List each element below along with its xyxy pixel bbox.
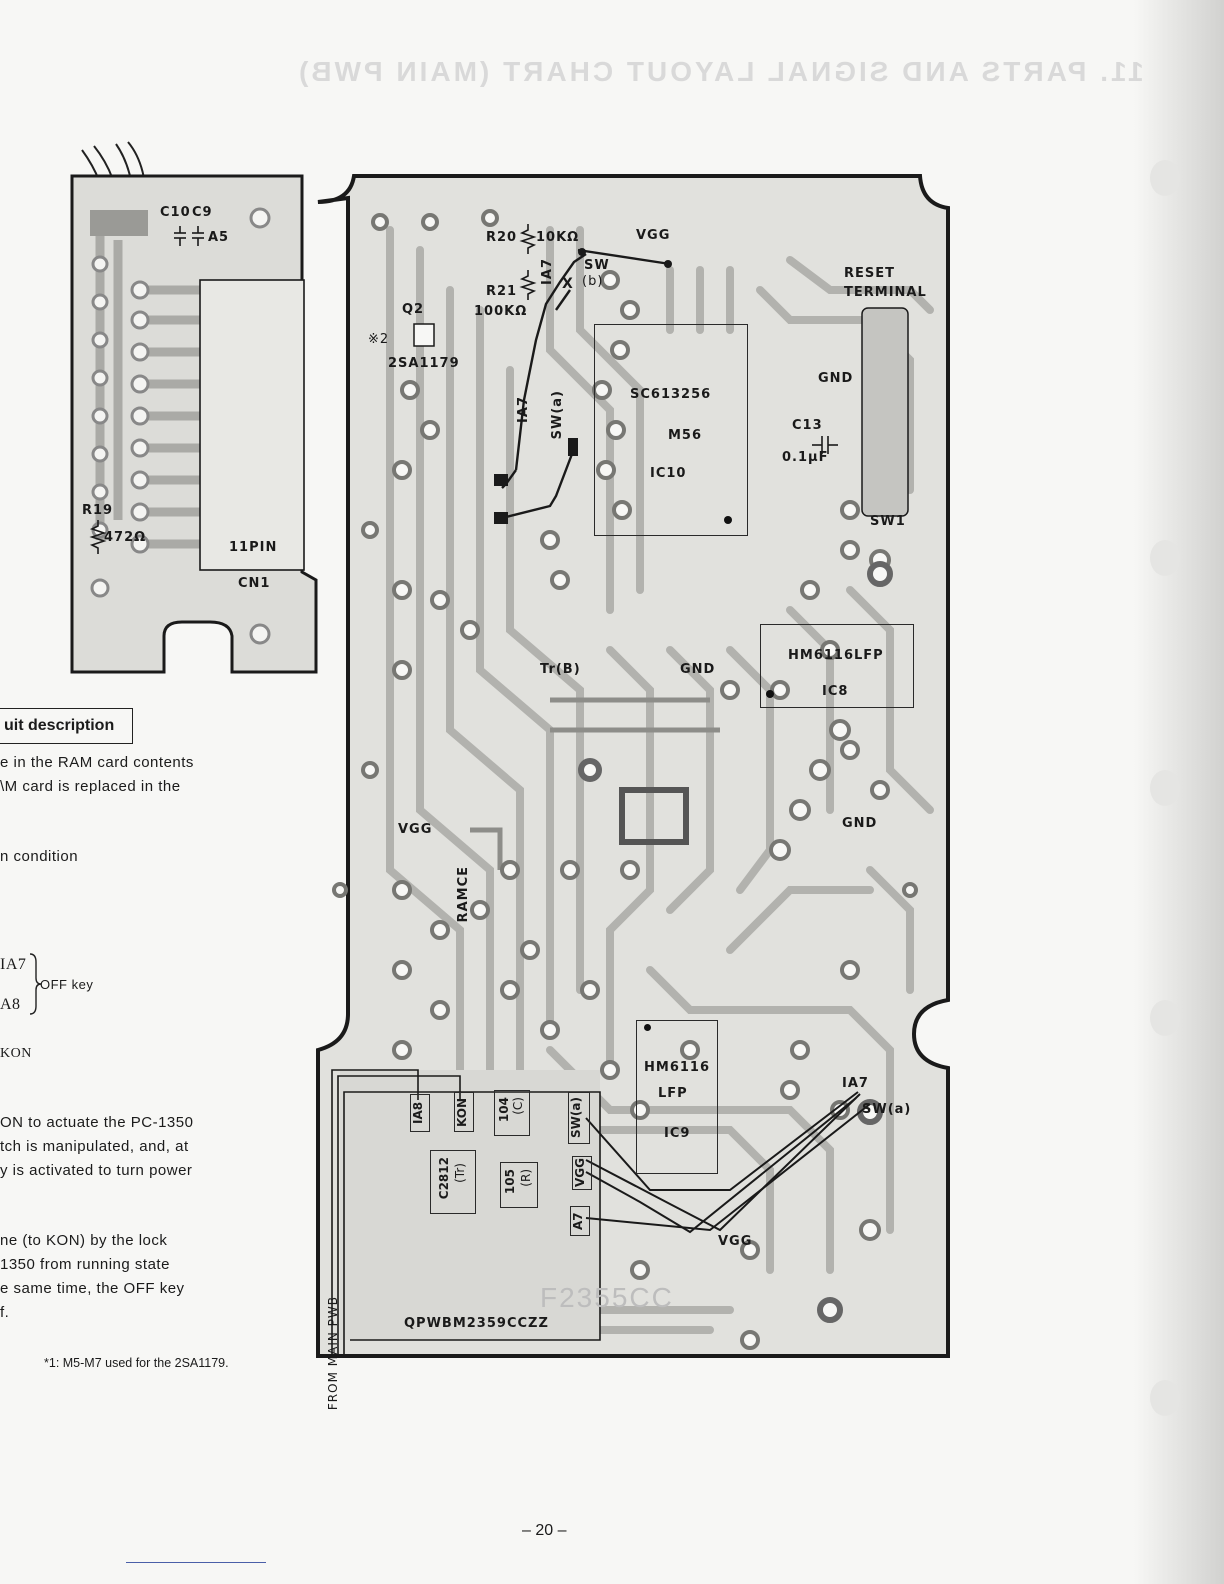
label-c13-value: 0.1μF [782, 450, 829, 465]
label-from-main-pwb: FROM MAIN PWB [326, 1296, 340, 1411]
binding-hole-1 [1150, 160, 1180, 196]
off-key-brace [29, 953, 42, 1015]
desc-line-1: e in the RAM card contents [0, 754, 194, 771]
label-ic9-part-a: HM6116 [644, 1060, 710, 1075]
label-105: 105 [503, 1169, 517, 1195]
label-ic9-part-b: LFP [658, 1086, 688, 1101]
box-105: 105 (R) [500, 1162, 538, 1208]
label-ia7-top: IA7 [540, 258, 555, 285]
desc-line-7: ne (to KON) by the lock [0, 1232, 168, 1249]
label-r21-value: 100KΩ [474, 304, 528, 319]
desc-line-2: \M card is replaced in the [0, 778, 181, 795]
label-r19: R19 [82, 503, 114, 518]
label-ia7-mid: IA7 [516, 396, 531, 423]
signal-ia7: IA7 [0, 956, 27, 973]
label-ic10: IC10 [650, 466, 687, 481]
label-r19-value: 472Ω [104, 530, 147, 545]
box-vgg: VGG [572, 1156, 592, 1190]
ic10-outline [594, 324, 748, 536]
label-r21: R21 [486, 284, 518, 299]
binding-hole-5 [1150, 1380, 1180, 1416]
label-vgg-bottom: VGG [718, 1234, 753, 1249]
desc-line-5: tch is manipulated, and, at [0, 1138, 189, 1155]
label-sw-b: SW [584, 258, 610, 273]
label-gnd-center: GND [680, 662, 716, 677]
label-sw-b-sub: (b) [582, 274, 604, 289]
label-11pin: 11PIN [229, 540, 278, 555]
main-board [316, 174, 950, 1358]
label-c9: C9 [192, 205, 213, 220]
label-104-sub: (C) [511, 1097, 525, 1115]
label-pwb-code: QPWBM2359CCZZ [404, 1316, 549, 1331]
binding-hole-3 [1150, 770, 1180, 806]
desc-line-3: n condition [0, 848, 79, 865]
desc-line-6: y is activated to turn power [0, 1162, 193, 1179]
label-105-sub: (R) [519, 1169, 533, 1187]
label-sw-a-mid: SW(a) [550, 390, 565, 440]
ic8-pin1-dot [766, 690, 774, 698]
box-c2812: C2812 (Tr) [430, 1150, 476, 1214]
label-sw-a-br: SW(a) [862, 1102, 912, 1117]
label-x-mark: X [562, 276, 574, 292]
label-r20: R20 [486, 230, 518, 245]
pwb-serial: F2355CC [540, 1282, 674, 1313]
off-key-label: OFF key [40, 977, 94, 992]
label-vgg-left: VGG [398, 822, 433, 837]
ic9-outline [636, 1020, 718, 1174]
label-c10: C10 [160, 205, 191, 220]
label-ia7-br: IA7 [842, 1076, 869, 1091]
binding-hole-2 [1150, 540, 1180, 576]
desc-line-9: e same time, the OFF key [0, 1280, 185, 1297]
footer-rule [126, 1562, 266, 1563]
label-ramce: RAMCE [456, 866, 471, 923]
label-terminal: TERMINAL [844, 285, 927, 300]
desc-line-8: 1350 from running state [0, 1256, 170, 1273]
desc-line-10: f. [0, 1304, 10, 1321]
label-gnd-right: GND [818, 371, 854, 386]
desc-line-4: ON to actuate the PC-1350 [0, 1114, 194, 1131]
label-sw1: SW1 [870, 514, 906, 529]
label-c2812: C2812 [437, 1157, 451, 1200]
binding-hole-4 [1150, 1000, 1180, 1036]
label-a5: A5 [208, 230, 230, 245]
signal-a8: A8 [0, 996, 21, 1013]
box-ia8: IA8 [410, 1094, 430, 1132]
label-ic8: IC8 [822, 684, 849, 699]
label-gnd-mid-right: GND [842, 816, 878, 831]
label-ic8-part: HM6116LFP [788, 648, 884, 663]
ghost-title: 11. PARTS AND SIGNAL LAYOUT CHART (MAIN … [296, 56, 1144, 87]
label-q2-part: 2SA1179 [388, 356, 460, 371]
box-sw-a: SW(a) [568, 1092, 590, 1144]
box-a7: A7 [570, 1206, 590, 1236]
label-ic10-part: SC613256 [630, 387, 712, 402]
label-c2812-sub: (Tr) [453, 1163, 467, 1183]
section-heading: uit description [0, 708, 133, 744]
box-104: 104 (C) [494, 1090, 530, 1136]
ic8-outline [760, 624, 914, 708]
label-104: 104 [497, 1097, 511, 1123]
box-kon: KON [454, 1092, 474, 1132]
label-cn1: CN1 [238, 576, 271, 591]
label-r20-value: 10KΩ [536, 230, 580, 245]
label-reset: RESET [844, 266, 896, 281]
connector-board [70, 141, 318, 674]
label-q2-note: ※2 [368, 332, 390, 347]
signal-kon: KON [0, 1046, 32, 1061]
page-number: – 20 – [522, 1522, 567, 1539]
footnote: *1: M5-M7 used for the 2SA1179. [44, 1356, 229, 1370]
label-q2: Q2 [402, 302, 425, 317]
label-tr-b: Tr(B) [540, 662, 581, 677]
label-vgg-top: VGG [636, 228, 671, 243]
ic9-pin1-dot [644, 1024, 651, 1031]
label-ic10-code: M56 [668, 428, 703, 443]
label-ic9: IC9 [664, 1126, 691, 1141]
label-c13: C13 [792, 418, 823, 433]
ic10-pin1-dot [724, 516, 732, 524]
